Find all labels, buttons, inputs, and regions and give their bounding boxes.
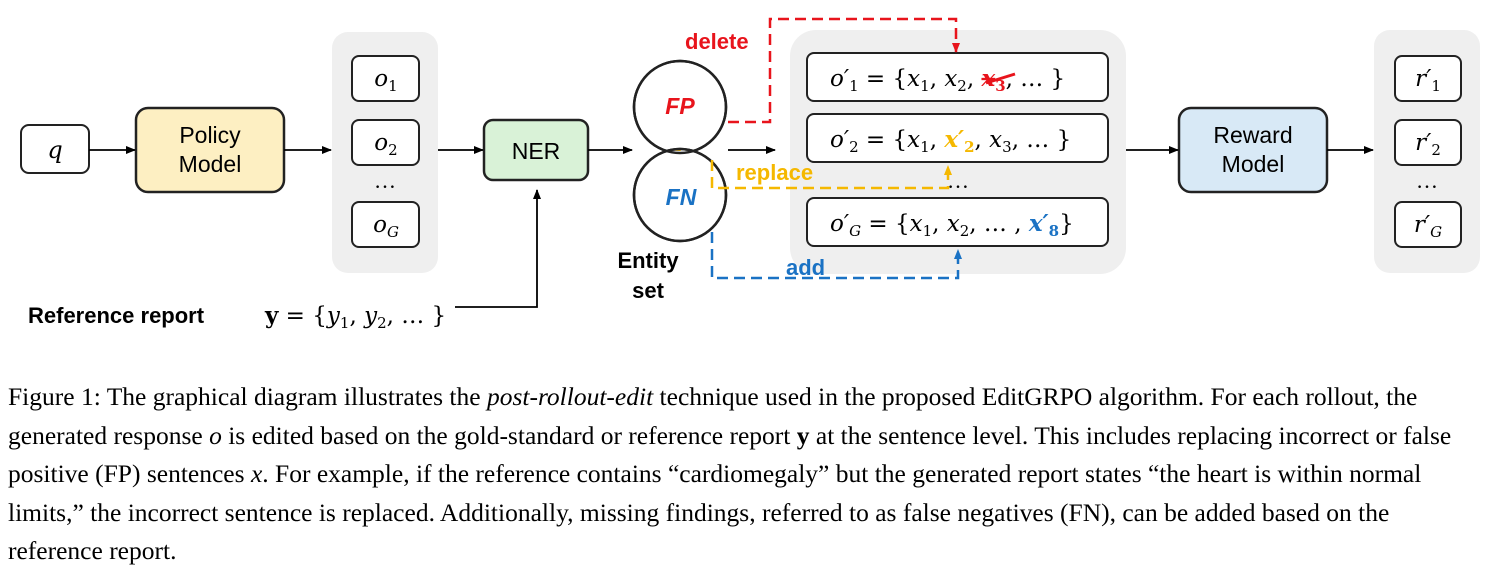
output-ellipsis: … — [374, 168, 396, 193]
entity-set-label-2: set — [632, 278, 664, 303]
edited-ellipsis: … — [947, 168, 969, 193]
query-label: q — [47, 136, 62, 164]
edited-box-g — [806, 197, 1109, 247]
caption-part-1: The graphical diagram illustrates the — [100, 382, 487, 411]
reference-label: Reference report — [28, 303, 205, 328]
policy-model-label-1: Policy — [179, 122, 241, 148]
edited-box-2 — [806, 113, 1109, 163]
arrow-reference-ner — [455, 189, 541, 308]
caption-symbol-o: o — [209, 420, 222, 450]
delete-path — [728, 17, 960, 124]
caption-symbol-x: x — [250, 459, 263, 488]
diagram: q Policy Model o1 o2 … oG NER FP FN Enti… — [20, 17, 1480, 332]
edited-formula-g: o′G = {x1, x2, … , x′8} — [830, 210, 1074, 240]
ner-label: NER — [512, 138, 561, 164]
replace-path — [710, 160, 952, 190]
reward-model-box — [1177, 106, 1329, 194]
output-box-2 — [351, 119, 420, 166]
delete-label: delete — [685, 29, 749, 54]
output-box-1 — [351, 55, 420, 102]
reward-model-label-2: Model — [1222, 151, 1285, 177]
policy-model-box — [134, 106, 286, 194]
reference-formula: y = {y1, y2, … } — [264, 302, 446, 332]
replace-label: replace — [736, 160, 813, 185]
reward-ellipsis: … — [1416, 168, 1438, 193]
edited-formula-2: o′2 = {x1, x′2, x3, … } — [830, 126, 1071, 156]
caption-part-2: technique used in the proposed EditGRPO … — [8, 382, 1424, 450]
reward-box-1 — [1394, 55, 1462, 102]
fn-label: FN — [666, 184, 697, 210]
delete-strike — [985, 72, 1016, 85]
add-path — [710, 232, 962, 280]
caption-part-4: at the sentence level. This includes rep… — [8, 420, 1458, 489]
output-box-g — [351, 201, 420, 248]
query-box — [20, 124, 90, 174]
edited-formula-1: o′1 = {x1, x2, x3, … } — [830, 65, 1065, 95]
edited-box-1 — [806, 52, 1109, 102]
caption-part-3: is edited based on the gold-standard or … — [221, 420, 797, 450]
caption-part-5: . For example, if the reference contains… — [8, 459, 1428, 565]
caption-figure-number: Figure 1: — [8, 382, 101, 411]
fp-label: FP — [665, 93, 695, 119]
reward-box-g — [1394, 201, 1462, 248]
figure-caption: Figure 1: The graphical diagram illustra… — [8, 378, 1484, 571]
add-label: add — [786, 255, 825, 280]
policy-model-label-2: Model — [179, 151, 242, 177]
reward-box-2 — [1394, 119, 1462, 166]
caption-term: post-rollout-edit — [486, 382, 654, 411]
entity-set-label-1: Entity — [617, 248, 679, 273]
caption-symbol-y: y — [796, 420, 810, 450]
reward-model-label-1: Reward — [1213, 122, 1292, 148]
